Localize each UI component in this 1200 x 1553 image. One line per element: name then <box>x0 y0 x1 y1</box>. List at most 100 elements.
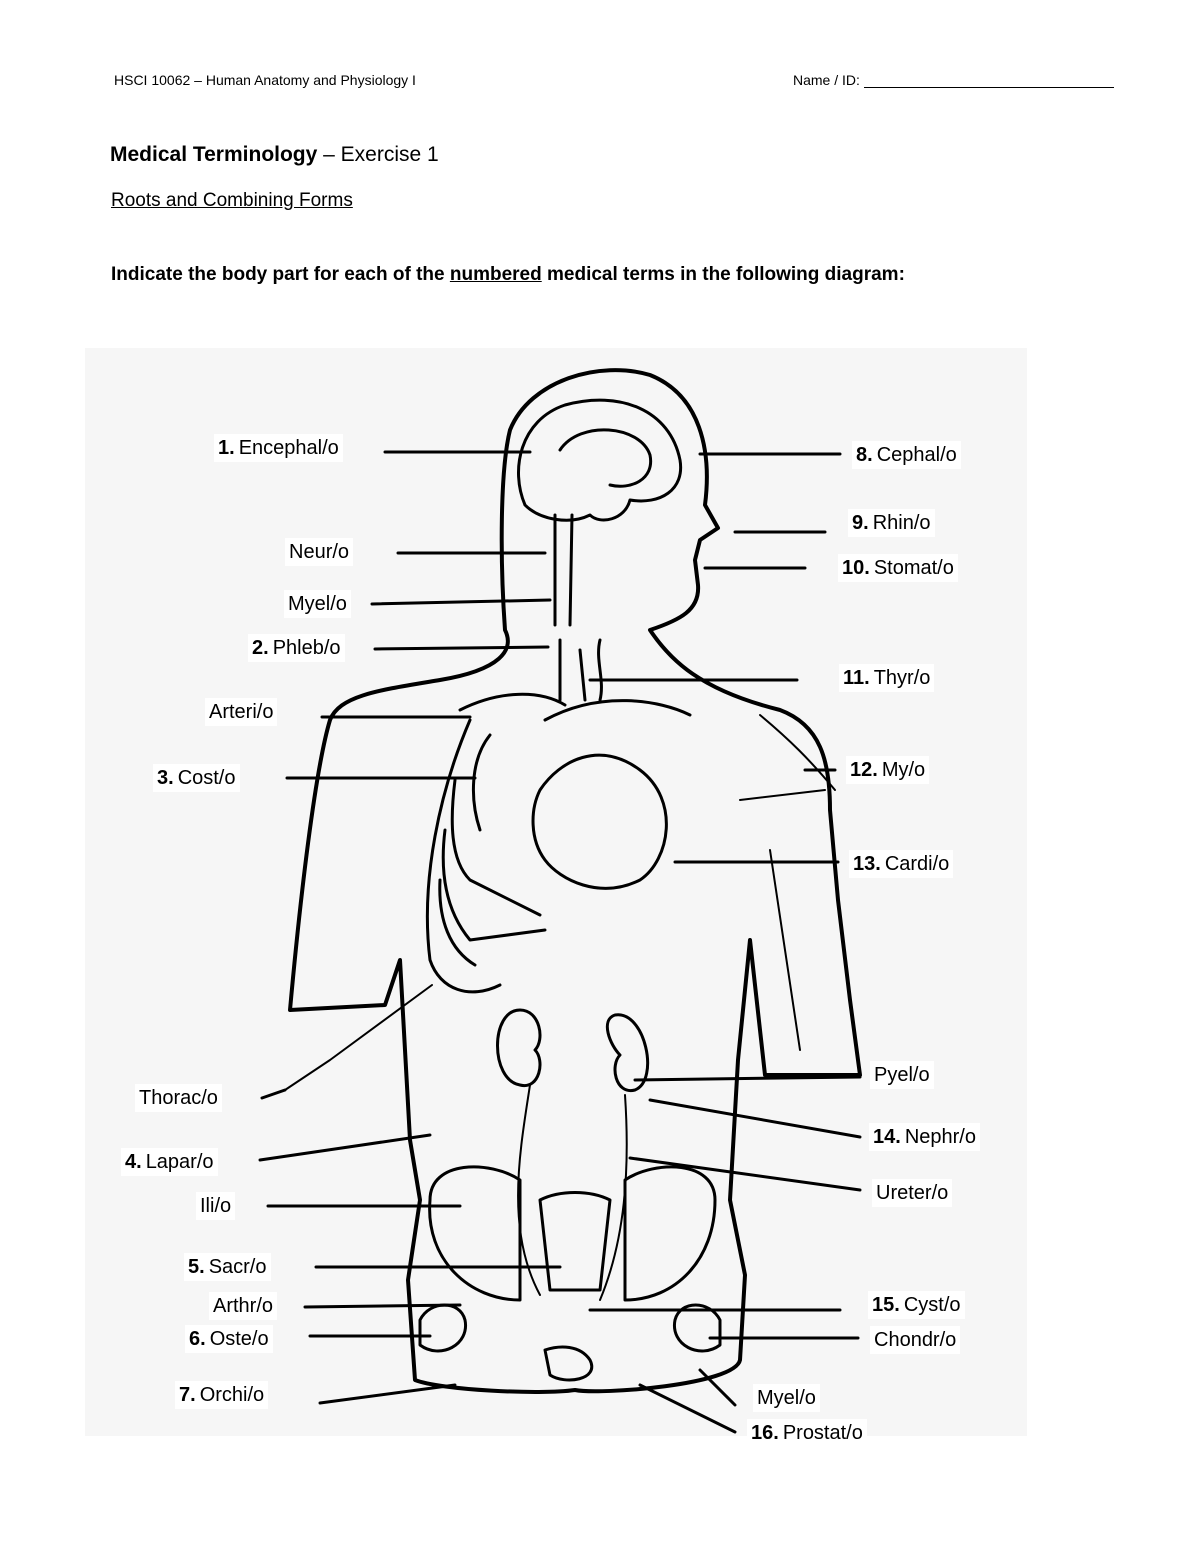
name-id-blank[interactable] <box>863 73 1114 88</box>
line-pyelo <box>633 1075 862 1082</box>
line-myelo-top <box>370 598 552 606</box>
label-term: Prostat/o <box>782 1422 863 1444</box>
line-nephro <box>648 1098 862 1139</box>
section-subtitle: Roots and Combining Forms <box>111 190 353 211</box>
label-term: Arthr/o <box>213 1295 274 1317</box>
label-phlebo: 2.Phleb/o <box>248 634 345 662</box>
label-term: Stomat/o <box>873 557 954 579</box>
label-number: 5. <box>188 1256 205 1278</box>
label-term: Arteri/o <box>209 701 274 723</box>
label-osteo: 6.Oste/o <box>185 1325 273 1353</box>
label-term: Myel/o <box>757 1387 816 1409</box>
label-stomato: 10.Stomat/o <box>838 554 958 582</box>
label-number: 3. <box>157 767 174 789</box>
label-nephro: 14.Nephr/o <box>869 1123 980 1151</box>
label-term: Oste/o <box>209 1328 269 1350</box>
brain-fold <box>558 428 653 488</box>
line-prostato <box>638 1383 737 1434</box>
label-number: 12. <box>850 759 878 781</box>
label-ilio: Ili/o <box>196 1192 236 1220</box>
label-number: 13. <box>853 853 881 875</box>
label-term: Myel/o <box>288 593 347 615</box>
label-number: 4. <box>125 1151 142 1173</box>
label-number: 7. <box>179 1384 196 1406</box>
label-term: Encephal/o <box>238 437 339 459</box>
femur-heads <box>418 1303 722 1353</box>
label-cephalo: 8.Cephal/o <box>852 441 961 469</box>
label-encephalo: 1.Encephal/o <box>214 434 343 462</box>
pubic-region <box>543 1345 594 1382</box>
instruction-underlined: numbered <box>449 264 542 285</box>
label-term: Cyst/o <box>903 1294 961 1316</box>
label-thyro: 11.Thyr/o <box>839 664 935 692</box>
label-myelo-top: Myel/o <box>284 590 351 618</box>
thorax-diagonal <box>284 984 433 1091</box>
label-term: Cost/o <box>177 767 236 789</box>
label-term: Sacr/o <box>208 1256 267 1278</box>
label-term: Nephr/o <box>904 1126 976 1148</box>
line-laparo <box>258 1133 432 1162</box>
label-costo: 3.Cost/o <box>153 764 240 792</box>
label-number: 14. <box>873 1126 901 1148</box>
label-pyelo: Pyel/o <box>870 1061 934 1089</box>
neck-vessels <box>458 638 692 722</box>
label-prostato: 16.Prostat/o <box>747 1419 867 1447</box>
label-number: 16. <box>751 1422 779 1444</box>
line-arthro <box>303 1303 462 1309</box>
rib-cage <box>425 718 547 994</box>
label-arthro: Arthr/o <box>209 1292 278 1320</box>
pelvis-outline <box>428 1165 717 1302</box>
title-bold: Medical Terminology <box>110 143 318 166</box>
instruction-after: medical terms in the following diagram: <box>541 264 905 285</box>
label-number: 8. <box>856 444 873 466</box>
label-number: 10. <box>842 557 870 579</box>
label-cysto: 15.Cyst/o <box>868 1291 965 1319</box>
course-header: HSCI 10062 – Human Anatomy and Physiolog… <box>114 72 416 88</box>
label-term: Cardi/o <box>884 853 950 875</box>
label-laparo: 4.Lapar/o <box>121 1148 218 1176</box>
left-kidney <box>496 1008 542 1087</box>
title-rest: – Exercise 1 <box>317 143 439 166</box>
label-term: Rhin/o <box>872 512 931 534</box>
line-phlebo <box>373 645 550 651</box>
label-number: 2. <box>252 637 269 659</box>
right-kidney <box>605 1013 650 1092</box>
pointer-lines <box>258 450 862 1434</box>
name-id-field[interactable]: Name / ID: <box>793 72 1114 88</box>
label-sacro: 5.Sacr/o <box>184 1253 271 1281</box>
label-number: 1. <box>218 437 235 459</box>
label-orchio: 7.Orchi/o <box>175 1381 269 1409</box>
label-number: 11. <box>843 667 870 689</box>
name-id-label: Name / ID: <box>793 72 860 88</box>
heart-outline <box>531 753 668 890</box>
line-myelo-bottom <box>698 1368 737 1407</box>
label-term: Phleb/o <box>272 637 341 659</box>
line-uretero <box>628 1156 862 1192</box>
body-outline <box>288 368 862 1394</box>
label-neuro: Neur/o <box>285 538 354 566</box>
spinal-cord <box>553 513 574 627</box>
label-term: Thyr/o <box>873 667 931 689</box>
label-chondro: Chondr/o <box>870 1326 961 1354</box>
brain-outline <box>517 398 683 522</box>
label-term: Lapar/o <box>145 1151 214 1173</box>
label-cardio: 13.Cardi/o <box>849 850 954 878</box>
sacrum <box>538 1191 612 1292</box>
label-number: 9. <box>852 512 869 534</box>
label-term: Chondr/o <box>874 1329 957 1351</box>
label-myo: 12.My/o <box>846 756 930 784</box>
label-term: Ili/o <box>200 1195 232 1217</box>
page-title: Medical Terminology – Exercise 1 <box>110 143 439 167</box>
label-term: Neur/o <box>289 541 350 563</box>
label-number: 6. <box>189 1328 206 1350</box>
instruction-text: Indicate the body part for each of the n… <box>111 264 905 286</box>
label-term: Ureter/o <box>876 1182 949 1204</box>
arm-muscle <box>739 714 836 1051</box>
label-term: Cephal/o <box>876 444 957 466</box>
label-uretero: Ureter/o <box>872 1179 953 1207</box>
label-term: My/o <box>881 759 926 781</box>
label-thoraco: Thorac/o <box>135 1084 222 1112</box>
line-orchio <box>318 1383 457 1405</box>
label-term: Pyel/o <box>874 1064 930 1086</box>
